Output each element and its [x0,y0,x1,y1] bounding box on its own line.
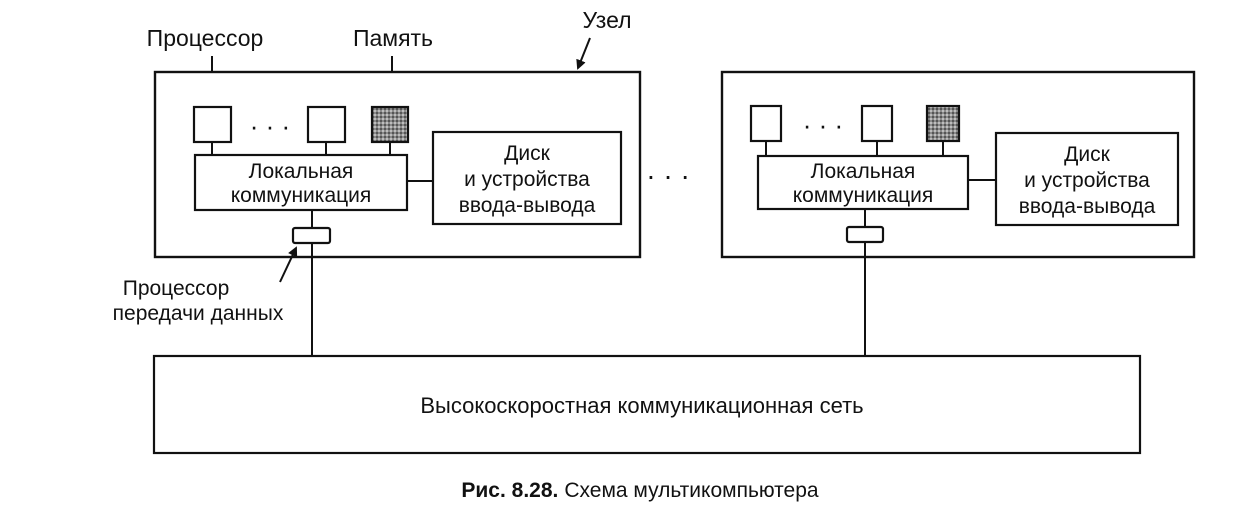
node-2-disk-box [994,131,1180,227]
memory-label: Память [353,25,433,51]
node-arrow [576,37,591,70]
node-label: Узел [582,7,631,33]
node-2-disk-line1: Диск [1064,143,1110,166]
node-1-processor-box-1 [192,105,233,144]
figure-title: Схема мультикомпьютера [564,479,819,502]
node-1-processor-box-2 [306,105,347,144]
node-2: · · · Локальная коммуникация Диск и устр… [720,70,1196,356]
processor-label: Процессор [147,25,264,51]
network-label: Высокоскоростная коммуникационная сеть [420,393,863,418]
node-1-disk-line1: Диск [504,142,550,165]
node-1: · · · Локальная коммуникация Диск и устр… [153,70,642,356]
nodes-ellipsis: · · · [646,160,690,191]
node-1-disk-line3: ввода-вывода [459,194,596,217]
network-box [152,354,1142,455]
node-2-processor-box-1 [749,104,783,143]
node-2-processor-box-2 [860,104,894,143]
node-1-processor-dots: · · · [250,111,290,141]
node-1-local-comm-line1: Локальная [249,160,354,183]
node-2-local-comm-box [756,154,970,211]
node-1-disk-line2: и устройства [464,168,590,191]
node-1-disk-box [431,130,623,226]
node-2-memory-box [925,104,961,143]
node-2-local-comm-line2: коммуникация [793,184,934,207]
data-processor-label-line1: Процессор [123,277,230,300]
node-1-memory-box [370,105,410,144]
data-processor-label-line2: передачи данных [113,302,284,325]
data-processor-arrow [279,246,298,283]
figure-caption: Рис. 8.28. Схема мультикомпьютера [461,479,819,502]
node-1-local-comm-line2: коммуникация [231,184,372,207]
node-1-data-processor-box [291,226,332,245]
node-2-processor-dots: · · · [803,110,843,140]
node-1-local-comm-box [193,153,409,212]
node-2-local-comm-line1: Локальная [811,160,916,183]
node-2-disk-line2: и устройства [1024,169,1150,192]
figure-number: Рис. 8.28. [461,479,558,502]
node-2-data-processor-box [845,225,885,244]
node-2-disk-line3: ввода-вывода [1019,195,1156,218]
